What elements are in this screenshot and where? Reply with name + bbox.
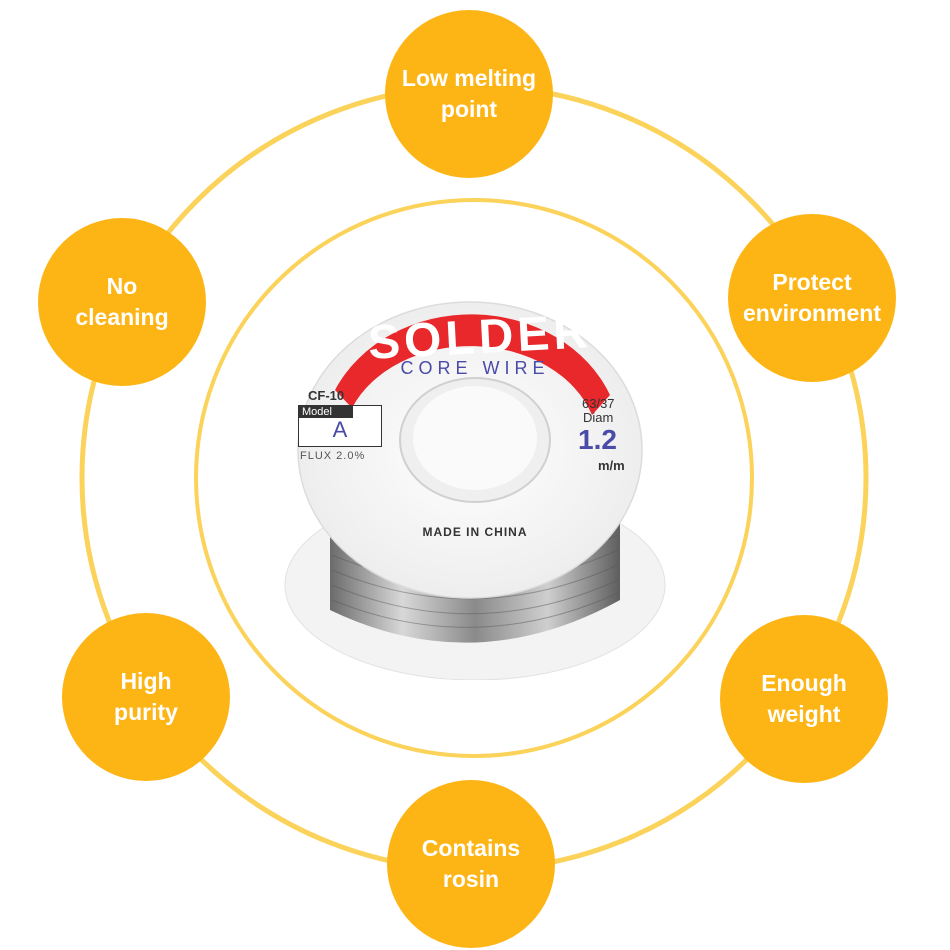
model-letter: A xyxy=(332,417,348,442)
diam-label: Diam xyxy=(583,410,614,425)
subtitle-text: CORE WIRE xyxy=(400,358,550,378)
model-tag: Model xyxy=(299,406,353,418)
flux-text: FLUX 2.0% xyxy=(300,450,366,462)
diam-unit: m/m xyxy=(598,458,625,473)
model-code: CF-10 xyxy=(308,388,345,403)
alloy-text: 63/37 xyxy=(582,396,615,411)
origin-text: MADE IN CHINA xyxy=(422,525,528,539)
model-box: Model A xyxy=(298,405,382,447)
spool-label: SOLDER CORE WIRE CF-10 Model A FLUX 2.0%… xyxy=(280,300,670,680)
solder-spool-image xyxy=(284,301,666,680)
diam-value: 1.2 xyxy=(578,424,617,455)
